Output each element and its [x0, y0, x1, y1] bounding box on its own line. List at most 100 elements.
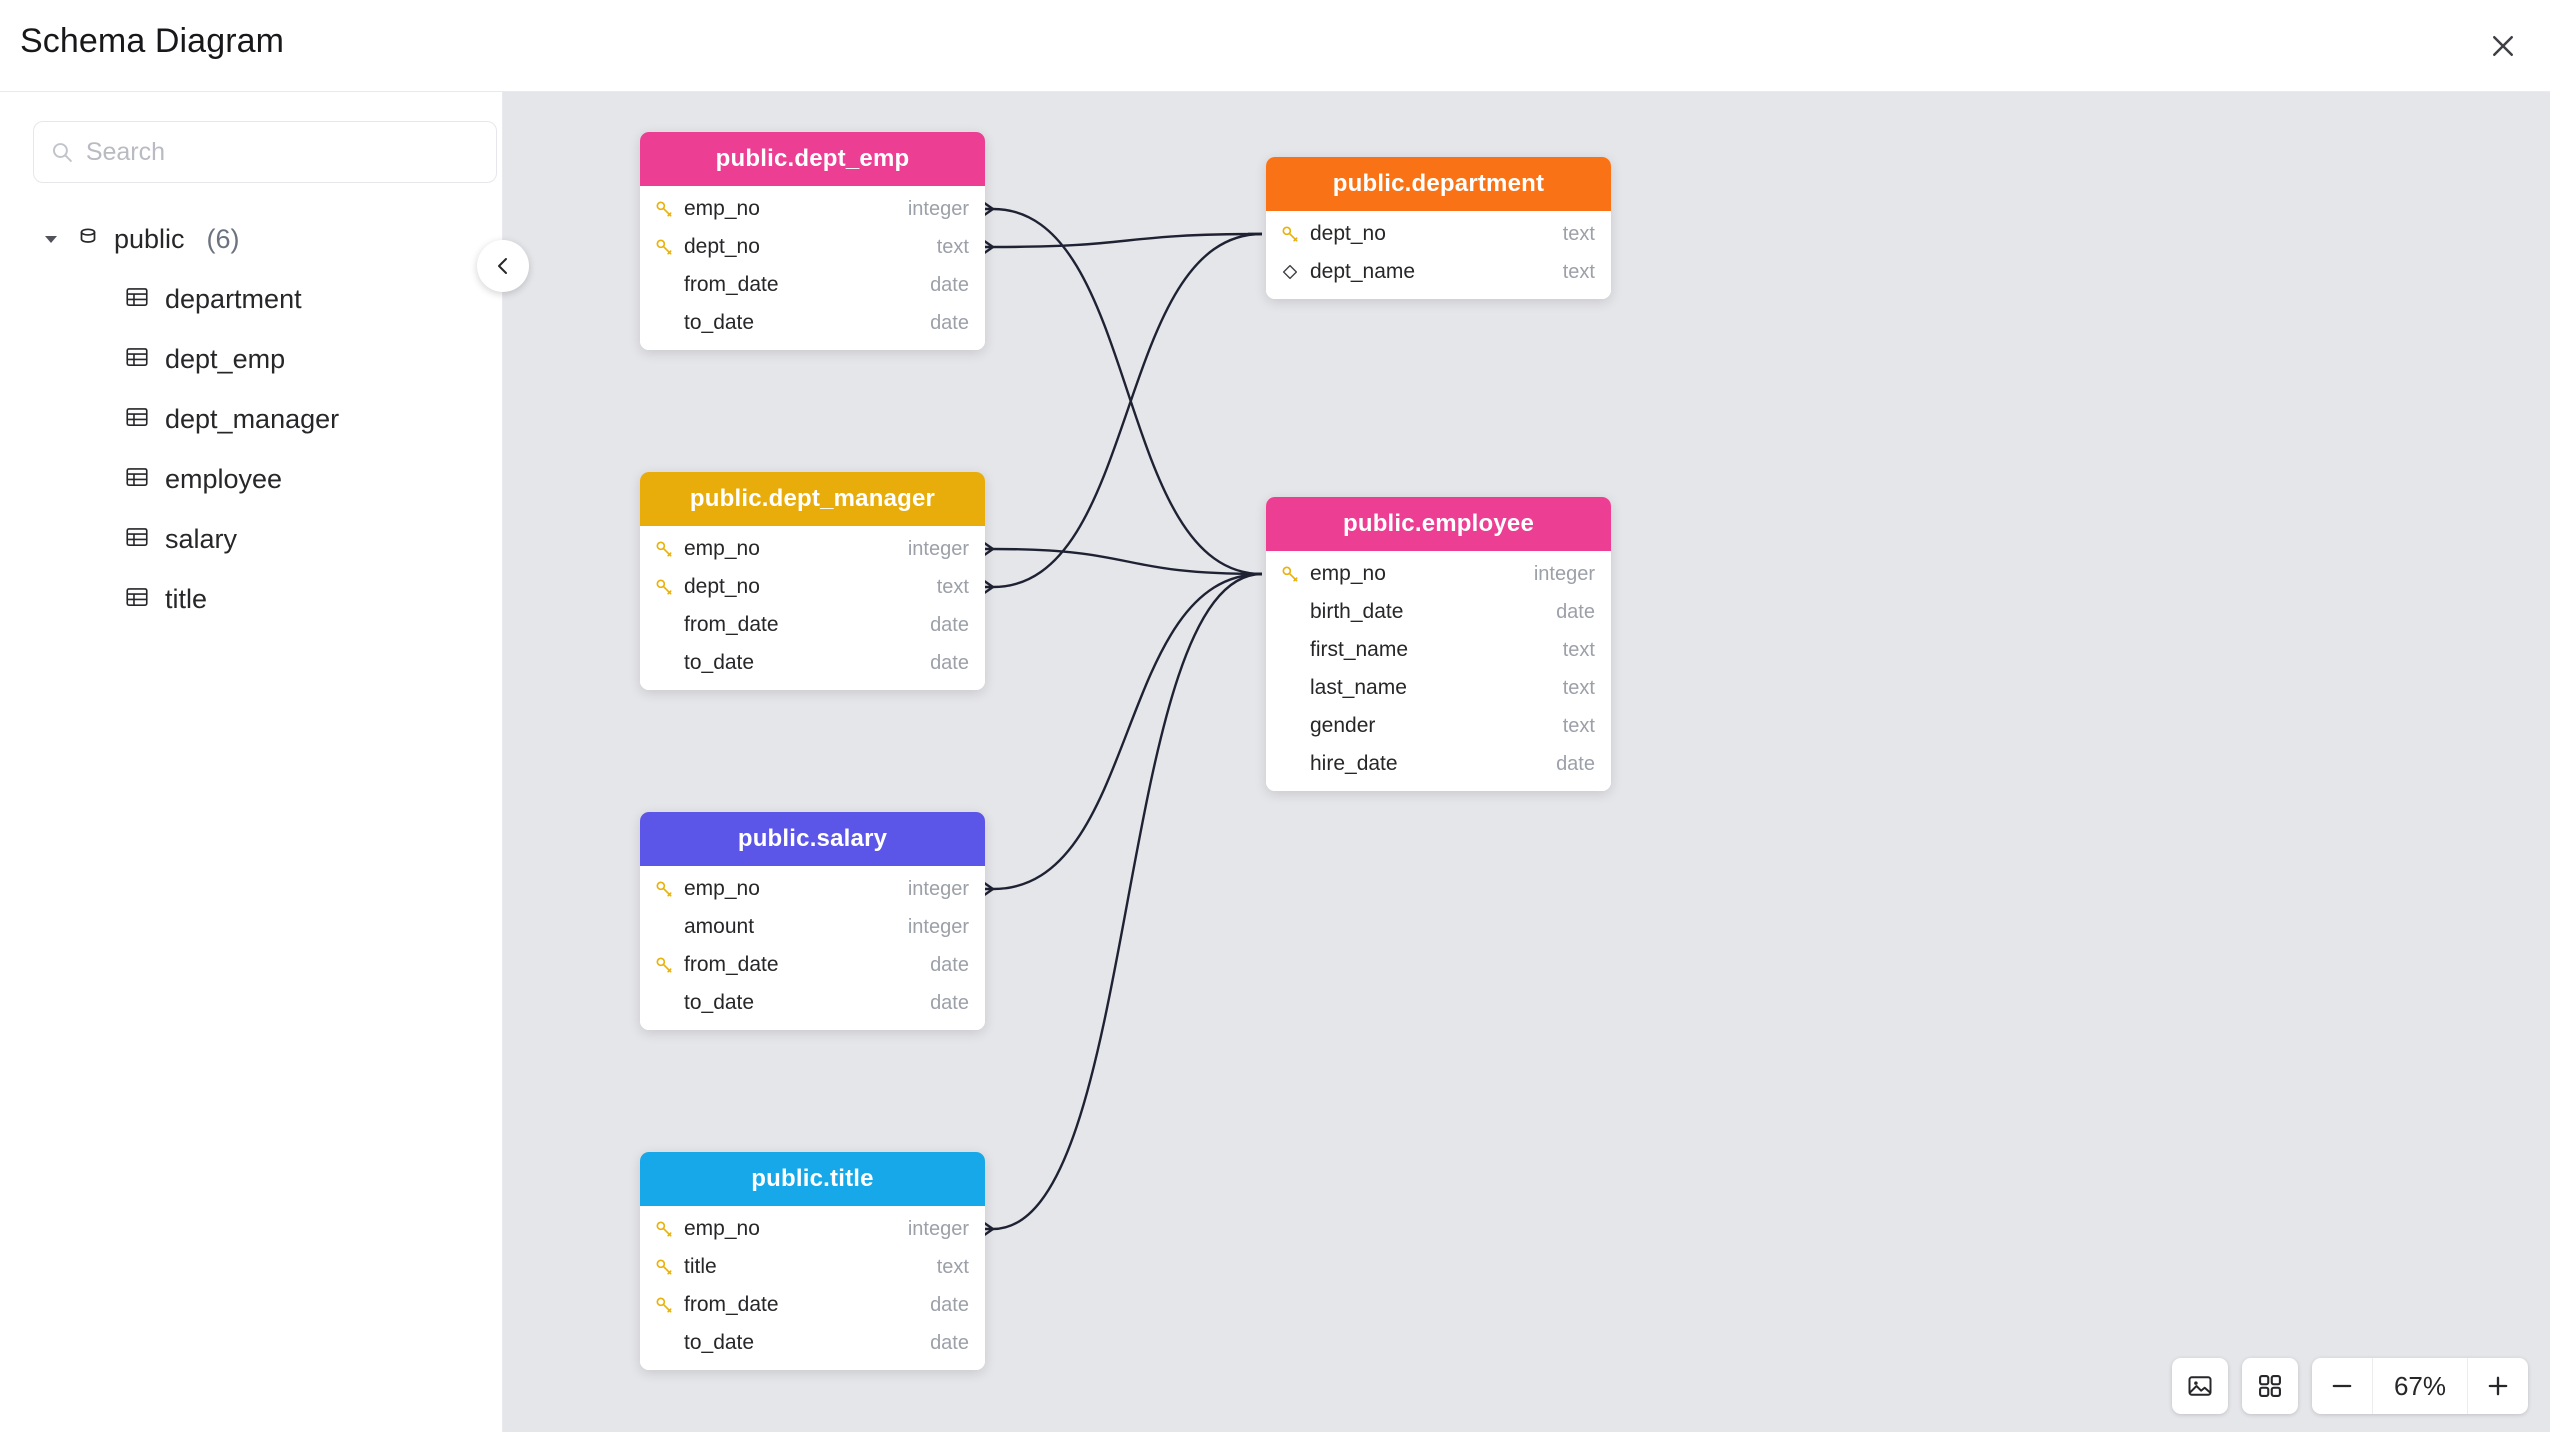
table-node-salary[interactable]: public.salary emp_no integer amount inte… [640, 812, 985, 1030]
sidebar-item-label: department [165, 283, 302, 314]
table-node-employee[interactable]: public.employee emp_no integer birth_dat… [1266, 497, 1611, 791]
column-icon [1282, 264, 1298, 280]
column-row[interactable]: first_name text [1266, 631, 1611, 669]
tree-item-count: (6) [206, 223, 240, 254]
export-image-button[interactable] [2172, 1358, 2228, 1414]
column-row[interactable]: to_date date [640, 304, 985, 342]
table-node-title[interactable]: public.title emp_no integer title text f… [640, 1152, 985, 1370]
column-type: integer [907, 915, 969, 938]
sidebar-item-employee[interactable]: employee [0, 449, 503, 509]
column-row[interactable]: last_name text [1266, 669, 1611, 707]
table-node-columns: emp_no integer dept_no text from_date da… [640, 526, 985, 690]
column-name: dept_no [684, 235, 760, 258]
table-node-header: public.dept_emp [640, 132, 985, 186]
column-name: to_date [684, 311, 755, 334]
sidebar-item-title[interactable]: title [0, 569, 503, 629]
edge-dept_manager-to-employee [992, 547, 1263, 576]
table-icon [124, 464, 150, 495]
column-type: text [936, 575, 969, 598]
column-row[interactable]: gender text [1266, 707, 1611, 745]
sidebar-item-label: dept_emp [165, 343, 286, 374]
primary-key-icon [656, 1259, 672, 1275]
column-row[interactable]: emp_no integer [640, 530, 985, 568]
relationship-edges [976, 197, 1263, 1241]
table-node-header: public.department [1266, 157, 1611, 211]
search-box[interactable] [33, 121, 497, 183]
close-button[interactable] [2474, 17, 2532, 75]
primary-key-icon [656, 541, 672, 557]
zoom-out-button[interactable] [2312, 1358, 2372, 1414]
schema-tree: public (6) department dept_emp dept_mana… [0, 209, 503, 629]
column-row[interactable]: from_date date [640, 266, 985, 304]
column-name: emp_no [684, 537, 760, 560]
column-row[interactable]: title text [640, 1248, 985, 1286]
column-name: first_name [1310, 638, 1409, 661]
primary-key-icon [656, 579, 672, 595]
column-row[interactable]: dept_name text [1266, 253, 1611, 291]
column-type: integer [907, 877, 969, 900]
sidebar: public (6) department dept_emp dept_mana… [0, 92, 503, 1432]
layout-grid-button[interactable] [2242, 1358, 2298, 1414]
window-header: Schema Diagram [0, 0, 2550, 92]
column-row[interactable]: dept_no text [640, 228, 985, 266]
column-type: date [930, 613, 969, 636]
column-row[interactable]: from_date date [640, 946, 985, 984]
column-name: emp_no [1310, 562, 1386, 585]
column-row[interactable]: from_date date [640, 606, 985, 644]
primary-key-icon [656, 201, 672, 217]
column-row[interactable]: from_date date [640, 1286, 985, 1324]
page-title: Schema Diagram [20, 22, 285, 60]
column-row[interactable]: to_date date [640, 1324, 985, 1362]
primary-key-icon [1282, 226, 1298, 242]
table-node-dept_emp[interactable]: public.dept_emp emp_no integer dept_no t… [640, 132, 985, 350]
grid-icon [2259, 1375, 2281, 1397]
column-row[interactable]: emp_no integer [1266, 555, 1611, 593]
column-type: date [930, 651, 969, 674]
column-row[interactable]: to_date date [640, 984, 985, 1022]
sidebar-item-dept_manager[interactable]: dept_manager [0, 389, 503, 449]
sidebar-item-label: dept_manager [165, 403, 340, 434]
sidebar-collapse-button[interactable] [477, 240, 529, 292]
primary-key-icon [656, 881, 672, 897]
column-row[interactable]: dept_no text [1266, 215, 1611, 253]
search-input[interactable] [85, 137, 480, 167]
table-node-department[interactable]: public.department dept_no text dept_name… [1266, 157, 1611, 299]
column-name: from_date [684, 273, 779, 296]
sidebar-item-department[interactable]: department [0, 269, 503, 329]
column-row[interactable]: amount integer [640, 908, 985, 946]
tree-item-public[interactable]: public (6) [0, 209, 503, 269]
column-name: to_date [684, 651, 755, 674]
column-row[interactable]: emp_no integer [640, 870, 985, 908]
plus-icon [2488, 1376, 2508, 1396]
image-icon [2188, 1376, 2212, 1396]
table-node-columns: emp_no integer birth_date date first_nam… [1266, 551, 1611, 791]
table-node-header: public.title [640, 1152, 985, 1206]
column-name: gender [1310, 714, 1376, 737]
zoom-in-button[interactable] [2468, 1358, 2528, 1414]
column-row[interactable]: to_date date [640, 644, 985, 682]
column-type: integer [907, 537, 969, 560]
column-row[interactable]: birth_date date [1266, 593, 1611, 631]
column-row[interactable]: hire_date date [1266, 745, 1611, 783]
column-row[interactable]: dept_no text [640, 568, 985, 606]
primary-key-icon [656, 1297, 672, 1313]
caret-down-icon[interactable] [40, 231, 62, 247]
zoom-level-label[interactable]: 67% [2372, 1358, 2468, 1414]
table-icon [124, 524, 150, 555]
table-node-dept_manager[interactable]: public.dept_manager emp_no integer dept_… [640, 472, 985, 690]
column-name: last_name [1310, 676, 1407, 699]
column-row[interactable]: emp_no integer [640, 1210, 985, 1248]
column-name: dept_no [684, 575, 760, 598]
table-node-columns: emp_no integer title text from_date date… [640, 1206, 985, 1370]
column-row[interactable]: emp_no integer [640, 190, 985, 228]
diagram-canvas[interactable]: public.dept_emp emp_no integer dept_no t… [503, 92, 2550, 1432]
column-name: title [684, 1255, 717, 1278]
column-type: text [936, 235, 969, 258]
column-name: emp_no [684, 1217, 760, 1240]
sidebar-item-salary[interactable]: salary [0, 509, 503, 569]
edge-title-to-employee [992, 572, 1263, 1231]
primary-key-icon [656, 1221, 672, 1237]
column-type: integer [907, 197, 969, 220]
primary-key-icon [656, 239, 672, 255]
sidebar-item-dept_emp[interactable]: dept_emp [0, 329, 503, 389]
